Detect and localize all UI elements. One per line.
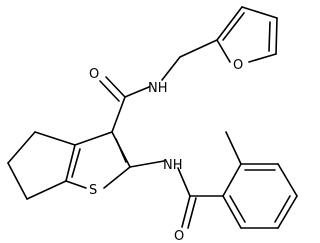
- bond: [124, 86, 150, 98]
- bond: [222, 12, 245, 41]
- cyclopentane-ring: [7, 131, 76, 200]
- chemical-structure-drawing: O NH O NH S O: [7, 6, 298, 243]
- bond: [65, 144, 76, 182]
- atom-label-o-furan: O: [233, 58, 243, 73]
- bond: [274, 195, 291, 223]
- bond: [241, 6, 278, 19]
- atom-label-o-carbonyl-top: O: [89, 67, 99, 82]
- thiophene-ring: [65, 131, 131, 189]
- structure-canvas: O NH O NH S O: [7, 6, 298, 243]
- bond: [34, 131, 76, 146]
- bond: [103, 166, 131, 189]
- benzene-ring: [222, 131, 298, 229]
- bond: [277, 195, 298, 229]
- bond: [277, 163, 298, 197]
- bond-c-o: [181, 195, 191, 228]
- bond: [222, 163, 242, 197]
- bond-c-nh: [129, 160, 165, 168]
- bond: [115, 138, 127, 163]
- bond: [7, 162, 28, 200]
- atom-label-o-carbonyl-bottom: O: [174, 229, 184, 243]
- bond-c-o-double: [187, 197, 197, 229]
- bond-ch2-n: [161, 56, 181, 81]
- bond: [111, 96, 126, 133]
- bond-methyl: [225, 131, 242, 165]
- bond: [7, 131, 36, 164]
- bond: [26, 180, 67, 200]
- bond-nh-c: [177, 167, 191, 197]
- amide-bottom: [181, 195, 224, 229]
- bond: [71, 148, 81, 178]
- bond: [229, 195, 246, 223]
- bond: [65, 180, 87, 189]
- bond: [74, 131, 113, 146]
- bond-ch2: [179, 39, 218, 58]
- amide-top: [99, 76, 150, 133]
- bond: [248, 53, 277, 63]
- bond: [216, 6, 243, 41]
- bond: [216, 39, 231, 63]
- furan-ring: [216, 6, 278, 63]
- bond: [268, 21, 271, 52]
- atom-label-nh-amide: NH: [148, 81, 168, 96]
- bond-c-o-double: [99, 80, 120, 102]
- atom-label-nh-anilide: NH: [163, 158, 183, 173]
- bond: [222, 195, 242, 229]
- bond: [275, 17, 278, 55]
- bond-c-o: [105, 76, 126, 98]
- atom-label-s-thiophene: S: [89, 183, 97, 198]
